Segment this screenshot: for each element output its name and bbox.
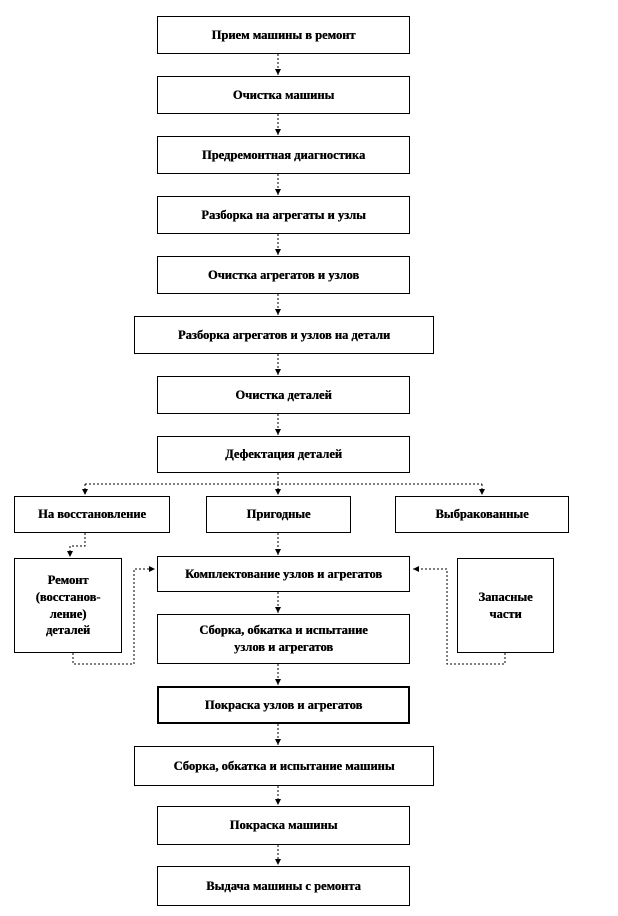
step-disassemble-units: Разборка на агрегаты и узлы [157,196,410,234]
arrow-spare-s9 [413,566,506,665]
branch-reject: Выбракованные [395,496,569,533]
step-release-machine: Выдача машины с ремонта [157,866,410,906]
step-paint-machine: Покраска машины [157,806,410,845]
arrow-repair-s9 [72,566,155,665]
step-clean-units: Очистка агрегатов и узлов [157,256,410,294]
step-assembly-units-test: Сборка, обкатка и испытание узлов и агре… [157,614,410,664]
step-diagnostics: Предремонтная диагностика [157,136,410,174]
spare-parts: Запасные части [457,558,554,653]
step-defectation: Дефектация деталей [157,436,410,473]
step-receive-machine: Прием машины в ремонт [157,16,410,54]
arrow-restore-repair [67,533,86,557]
step-clean-machine: Очистка машины [157,76,410,114]
repair-parts: Ремонт (восстанов- ление) деталей [14,558,122,653]
step-assembly-machine-test: Сборка, обкатка и испытание машины [134,746,434,786]
step-assembling-units: Комплектование узлов и агрегатов [157,556,410,592]
step-clean-parts: Очистка деталей [157,376,410,414]
branch-restore: На восстановление [14,496,170,533]
step-disassemble-parts: Разборка агрегатов и узлов на детали [134,316,434,354]
branch-good: Пригодные [206,496,351,533]
step-paint-units: Покраска узлов и агрегатов [157,686,410,724]
